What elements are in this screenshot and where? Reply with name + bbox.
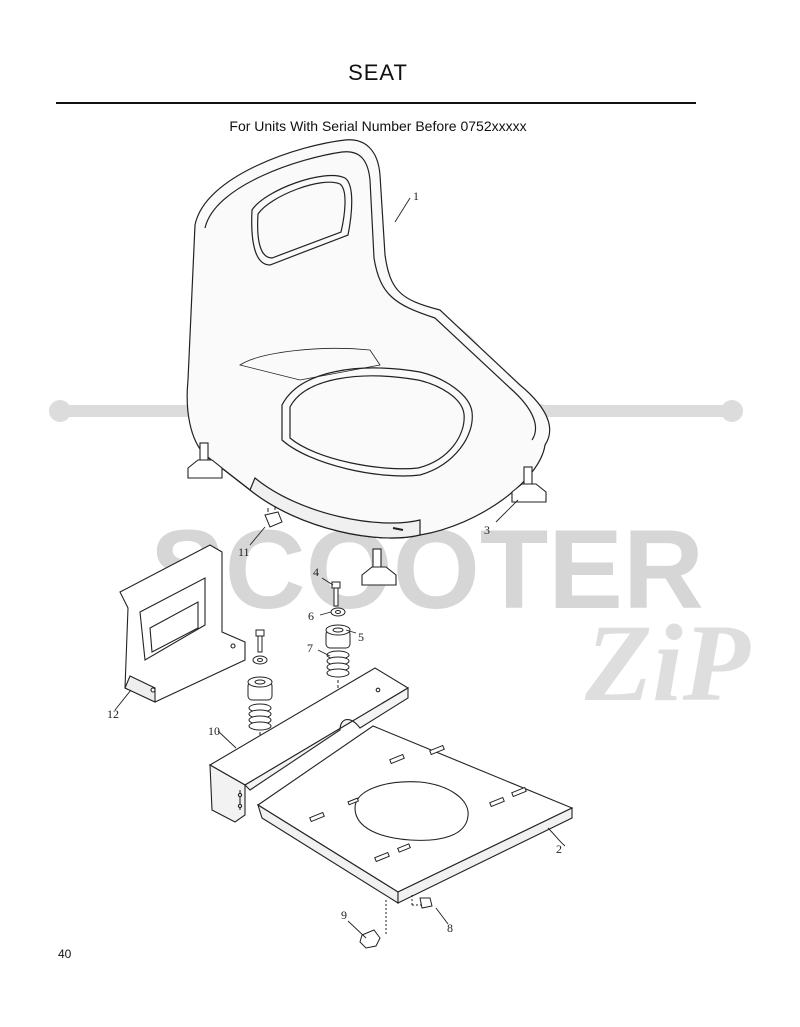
callout-5: 5 — [358, 630, 364, 644]
part-bolt-left — [252, 629, 268, 665]
part-nut-8 — [411, 895, 433, 909]
part-spring-left — [248, 703, 272, 746]
part-bushing-5 — [325, 624, 351, 649]
part-rail — [208, 667, 410, 823]
callout-8: 8 — [447, 921, 453, 935]
callout-3: 3 — [484, 523, 490, 537]
callout-9: 9 — [341, 908, 347, 922]
callout-6: 6 — [308, 609, 314, 623]
part-plate — [256, 725, 574, 904]
part-seat — [186, 139, 551, 539]
title-rule — [56, 102, 696, 104]
page-number: 40 — [58, 947, 72, 961]
callout-11: 11 — [238, 545, 250, 559]
part-spring-7 — [326, 650, 350, 695]
callout-10: 10 — [208, 724, 220, 738]
part-washer-6 — [330, 607, 346, 617]
part-knob-left — [187, 442, 223, 479]
watermark-sub: ZiP — [584, 602, 751, 724]
callout-7: 7 — [307, 641, 313, 655]
leader-lines — [114, 197, 566, 939]
callout-2: 2 — [556, 842, 562, 856]
part-bracket — [119, 544, 246, 703]
part-knob-center — [361, 548, 397, 586]
part-bolt-4 — [331, 581, 341, 607]
part-clip — [264, 506, 283, 528]
callout-4: 4 — [313, 565, 319, 579]
page-subtitle: For Units With Serial Number Before 0752… — [229, 118, 527, 134]
callout-12: 12 — [107, 707, 119, 721]
part-knob-right — [511, 466, 547, 503]
callout-1: 1 — [413, 189, 419, 203]
part-bushing-left — [247, 676, 273, 701]
page-title: SEAT — [348, 60, 408, 85]
callouts: 1 2 3 4 5 6 7 8 9 10 11 12 — [107, 189, 562, 935]
part-nut-9 — [359, 900, 387, 949]
